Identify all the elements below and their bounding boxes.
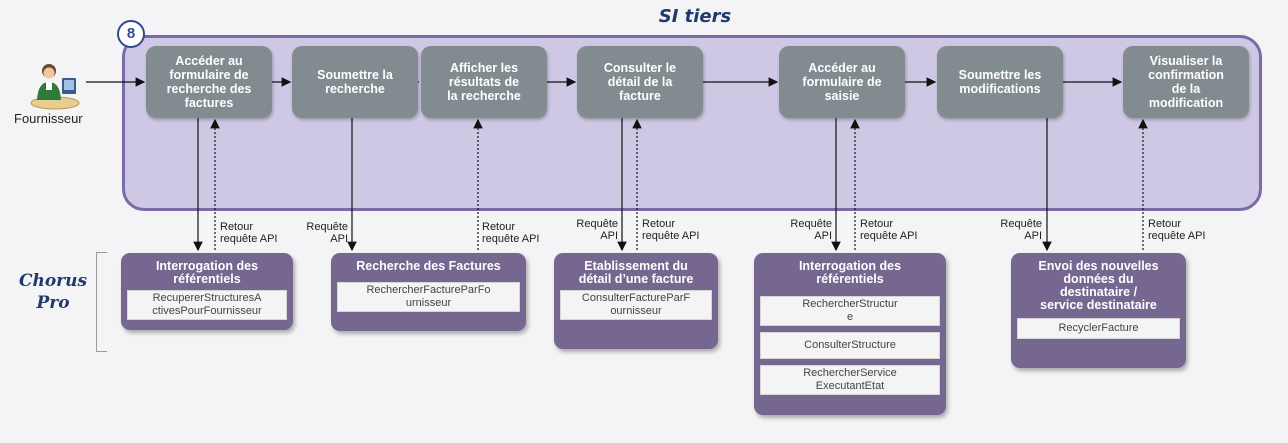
step-5-box: Accéder au formulaire de saisie xyxy=(779,46,905,118)
api-service: RecyclerFacture xyxy=(1017,318,1180,339)
api-title: Envoi des nouvelles données du destinata… xyxy=(1038,259,1159,312)
request-label: Requête API xyxy=(306,221,348,245)
request-label: Requête API xyxy=(576,218,618,242)
step-label: Afficher les résultats de la recherche xyxy=(447,61,521,103)
chorus-pro-label: Chorus Pro xyxy=(18,271,88,313)
step-1-box: Accéder au formulaire de recherche des f… xyxy=(146,46,272,118)
step-label: Accéder au formulaire de recherche des f… xyxy=(166,54,252,110)
api-title: Etablissement du détail d’une facture xyxy=(578,259,694,286)
step-label: Soumettre les modifications xyxy=(958,68,1042,96)
person-at-desk-icon xyxy=(30,64,80,110)
si-tiers-title: SI tiers xyxy=(658,6,732,27)
step-4-box: Consulter le détail de la facture xyxy=(577,46,703,118)
api-service: RecupererStructuresA ctivesPourFournisse… xyxy=(127,290,287,320)
step-label: Consulter le détail de la facture xyxy=(603,61,677,103)
api-box-4: Interrogation des référentiels Recherche… xyxy=(754,253,946,415)
response-label: Retour requête API xyxy=(220,221,278,245)
step-label: Visualiser la confirmation de la modific… xyxy=(1148,54,1224,110)
request-label: Requête API xyxy=(790,218,832,242)
response-label: Retour requête API xyxy=(1148,218,1206,242)
api-service: RechercherStructur e xyxy=(760,296,940,326)
step-3-box: Afficher les résultats de la recherche xyxy=(421,46,547,118)
request-label: Requête API xyxy=(1000,218,1042,242)
step-7-box: Visualiser la confirmation de la modific… xyxy=(1123,46,1249,118)
step-label: Accéder au formulaire de saisie xyxy=(802,61,882,103)
actor-label: Fournisseur xyxy=(14,111,83,126)
step-2-box: Soumettre la recherche xyxy=(292,46,418,118)
step-label: Soumettre la recherche xyxy=(317,68,393,96)
api-service: RechercherFactureParFo urnisseur xyxy=(337,282,520,312)
step-number-badge: 8 xyxy=(117,20,145,48)
api-box-5: Envoi des nouvelles données du destinata… xyxy=(1011,253,1186,368)
response-label: Retour requête API xyxy=(482,221,540,245)
api-box-3: Etablissement du détail d’une facture Co… xyxy=(554,253,718,349)
api-title: Interrogation des référentiels xyxy=(155,259,259,286)
api-service: ConsulterStructure xyxy=(760,332,940,359)
api-box-2: Recherche des Factures RechercherFacture… xyxy=(331,253,526,331)
api-box-1: Interrogation des référentiels Recuperer… xyxy=(121,253,293,330)
response-label: Retour requête API xyxy=(642,218,700,242)
api-service: RechercherService ExecutantEtat xyxy=(760,365,940,395)
api-title: Recherche des Factures xyxy=(356,259,501,273)
step-6-box: Soumettre les modifications xyxy=(937,46,1063,118)
api-service: ConsulterFactureParF ournisseur xyxy=(560,290,712,320)
api-title: Interrogation des référentiels xyxy=(798,259,902,286)
chorus-pro-bracket xyxy=(96,252,107,352)
response-label: Retour requête API xyxy=(860,218,918,242)
